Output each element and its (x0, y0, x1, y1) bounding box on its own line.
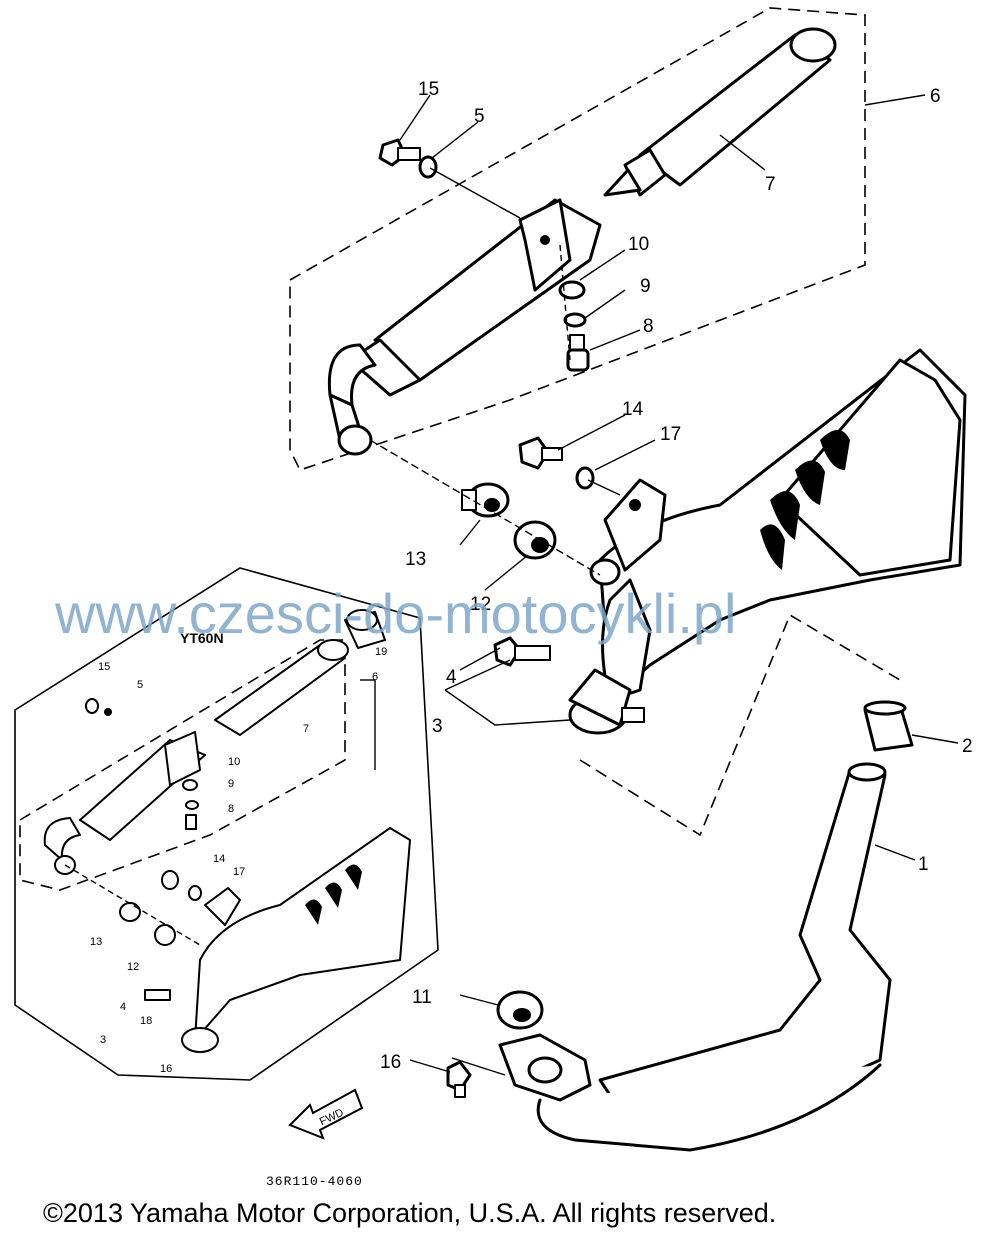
inset-callout-10: 10 (228, 756, 240, 768)
gasket-2 (863, 700, 914, 752)
muffler-body (327, 198, 602, 456)
bolt-15 (378, 138, 421, 167)
clamp-13 (461, 482, 510, 518)
inset-callout-9: 9 (228, 778, 234, 790)
callout-7: 7 (765, 174, 776, 195)
callout-9: 9 (640, 276, 651, 297)
copyright-notice: ©2013 Yamaha Motor Corporation, U.S.A. A… (43, 1198, 776, 1228)
inset-callout-5: 5 (137, 679, 143, 691)
inset-callout-17: 17 (233, 866, 245, 878)
exhaust-pipe-1 (498, 762, 892, 1152)
inset-callout-14: 14 (213, 853, 225, 865)
bolt-14 (518, 436, 563, 470)
inset-callout-19: 19 (375, 646, 387, 658)
callout-14: 14 (622, 399, 644, 420)
callout-3: 3 (432, 716, 443, 737)
callout-5: 5 (474, 106, 485, 127)
inset-callout-18: 18 (140, 1015, 152, 1027)
bolt-16 (446, 1060, 472, 1098)
callout-8: 8 (643, 316, 654, 337)
inset-callout-8: 8 (228, 803, 234, 815)
gasket-11 (496, 990, 544, 1030)
bolt-8 (566, 334, 590, 372)
callout-16: 16 (380, 1052, 401, 1073)
callout-17: 17 (660, 424, 681, 445)
callout-6: 6 (930, 86, 941, 107)
inset-callout-7: 7 (303, 723, 309, 735)
pipe-assembly-boundary (579, 613, 901, 837)
callout-12: 12 (470, 594, 491, 615)
callout-13: 13 (405, 549, 426, 570)
inset-callout-13: 13 (90, 936, 102, 948)
callout-1: 1 (918, 854, 929, 875)
callout-11: 11 (412, 987, 432, 1008)
main-muffler-guard (598, 348, 967, 702)
flange-clamp (568, 668, 645, 735)
forward-arrow-icon: FWD (288, 1088, 364, 1140)
watermark-text: www.czesci-do-motocykli.pl (54, 582, 737, 645)
inset-callout-6: 6 (372, 671, 378, 683)
gasket-12 (513, 520, 557, 560)
joint-pipe (589, 558, 621, 586)
bolt-4 (493, 636, 551, 667)
drawing-code: 36R110-4060 (266, 1174, 363, 1189)
silencer-tail-pipe (603, 27, 837, 197)
washer-17 (575, 466, 595, 490)
callout-10: 10 (628, 234, 649, 255)
inset-callout-12: 12 (127, 961, 139, 973)
inset-callout-16: 16 (160, 1063, 172, 1075)
yt60n-inset: YT60N 15 5 6 7 19 10 (14, 567, 439, 1081)
washer-9 (563, 312, 587, 328)
callout-15: 15 (418, 79, 439, 100)
callout-2: 2 (962, 736, 973, 757)
inset-callout-3: 3 (100, 1034, 106, 1046)
inset-callout-15: 15 (98, 661, 110, 673)
inset-callout-4: 4 (120, 1001, 126, 1013)
muffler-assembly-boundary (289, 7, 866, 471)
inset-model-label: YT60N (180, 630, 224, 646)
collar-10 (558, 280, 586, 300)
callout-4: 4 (446, 667, 457, 688)
washer-5 (418, 155, 438, 179)
